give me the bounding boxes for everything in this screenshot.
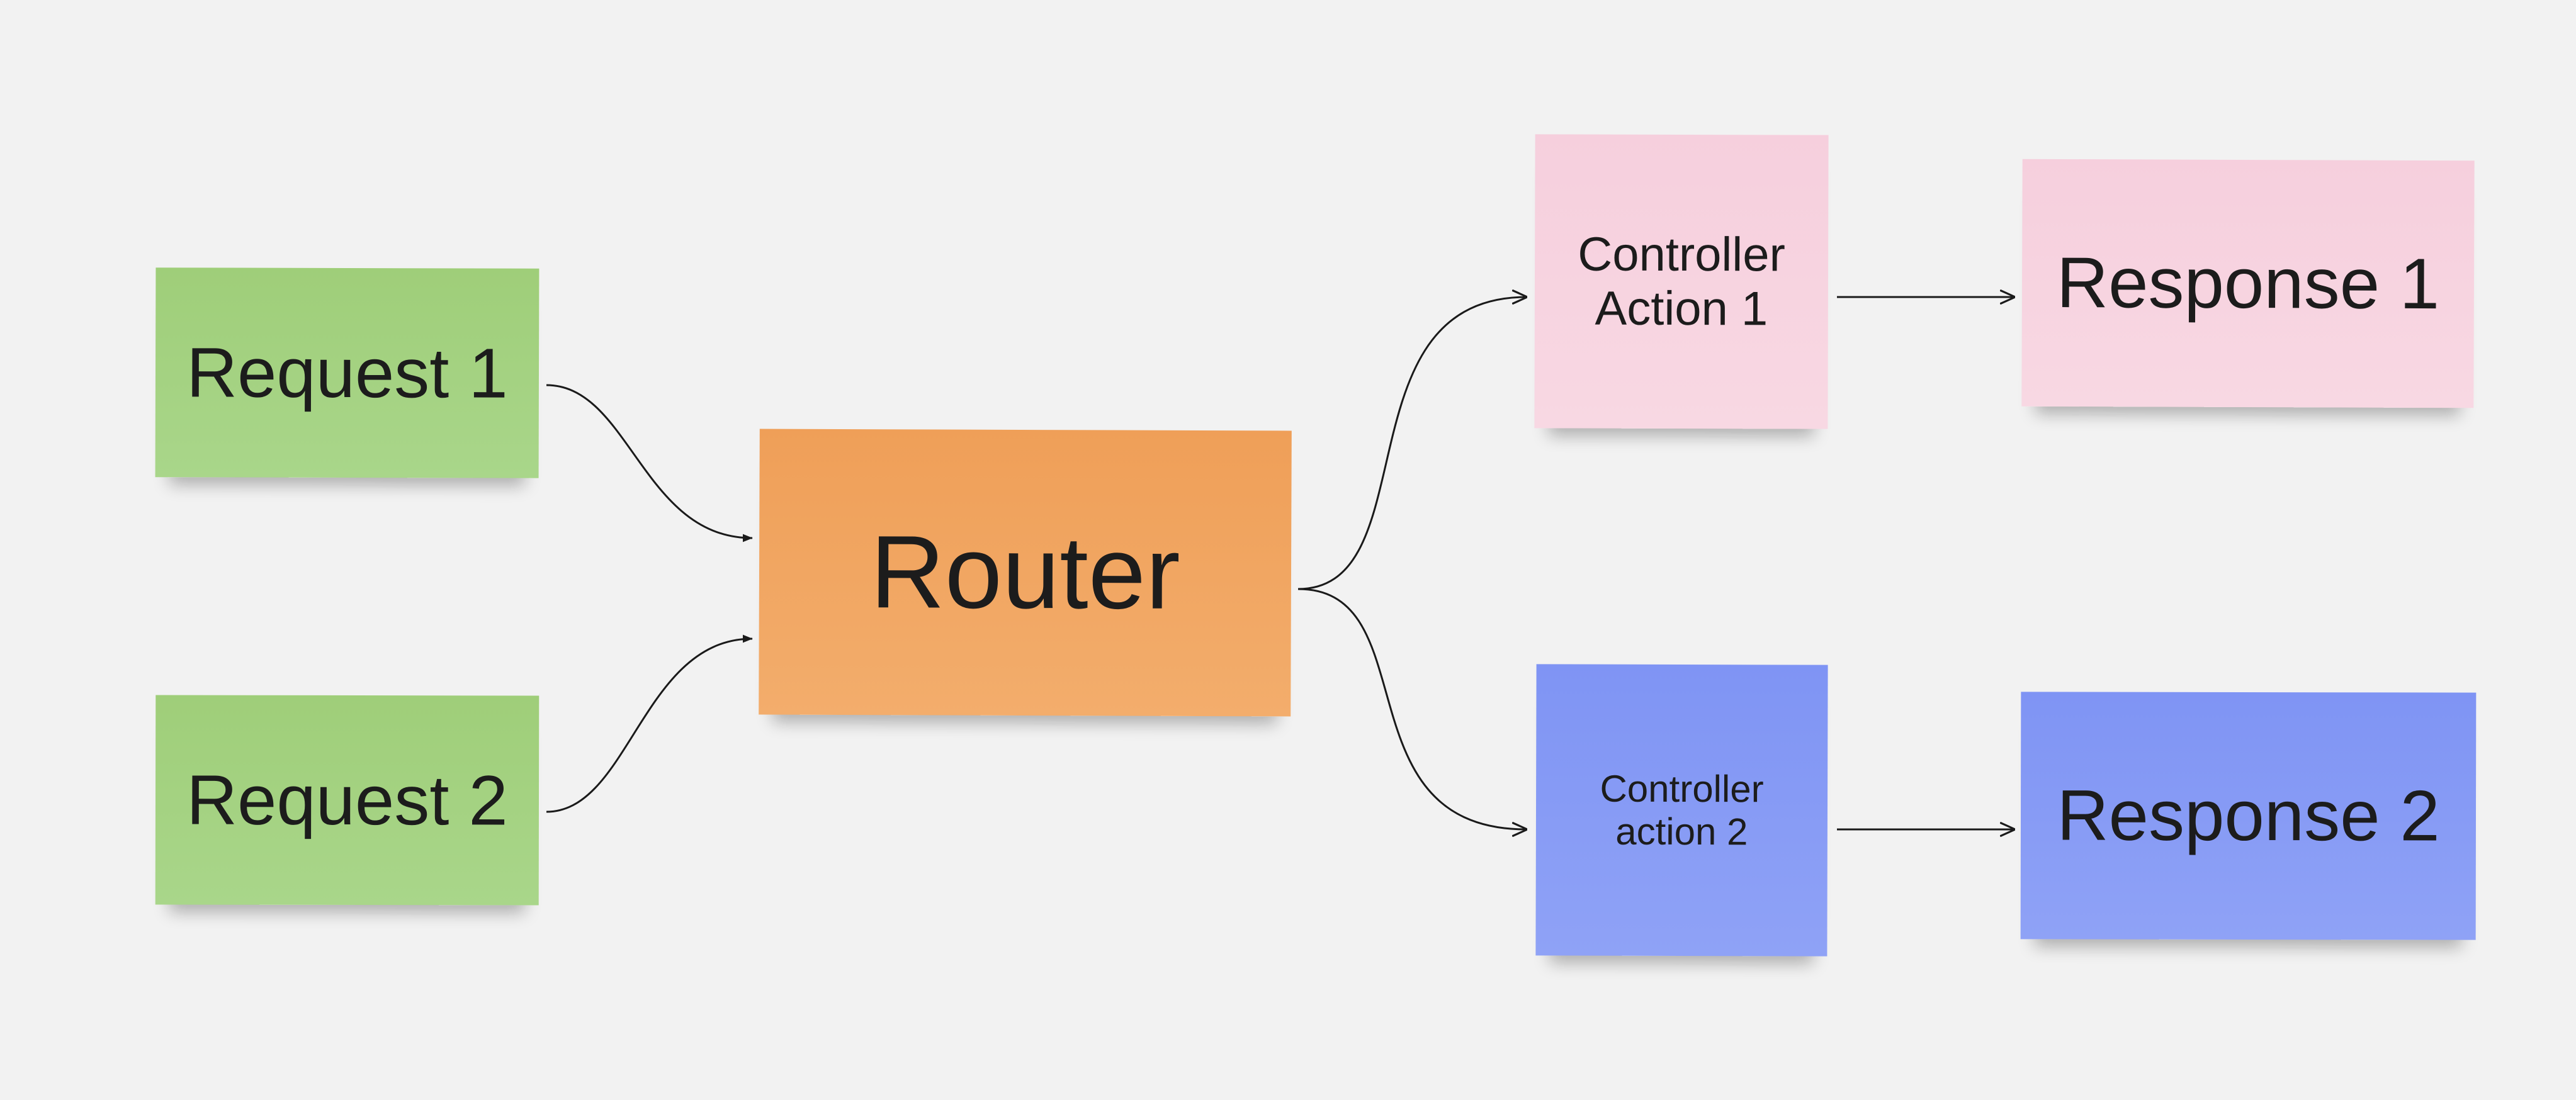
sticky-note-label: Request 1 (186, 333, 508, 413)
sticky-note-response-1[interactable]: Response 1 (2021, 159, 2475, 408)
edge-request-2-to-router[interactable] (546, 634, 753, 813)
sticky-note-label: Response 2 (2057, 775, 2440, 856)
sticky-note-label: Request 2 (186, 760, 508, 840)
sticky-note-response-2[interactable]: Response 2 (2020, 692, 2477, 940)
edge-request-1-to-router[interactable] (546, 384, 753, 542)
sticky-note-label: Response 1 (2056, 242, 2440, 324)
sticky-note-label: Router (870, 514, 1180, 631)
sticky-note-request-2[interactable]: Request 2 (155, 695, 539, 906)
sticky-note-request-1[interactable]: Request 1 (155, 267, 539, 478)
edge-router-to-controller-action-2[interactable] (1297, 588, 1527, 829)
sticky-note-router[interactable]: Router (759, 429, 1292, 717)
edge-router-to-controller-action-1[interactable] (1297, 297, 1527, 590)
